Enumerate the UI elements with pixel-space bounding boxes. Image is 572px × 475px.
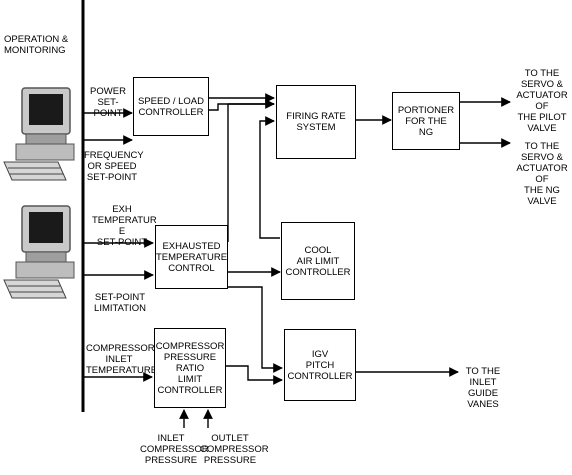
pilot-valve-output-label: TO THE SERVO & ACTUATOR OF THE PILOT VAL… [516, 68, 568, 134]
desktop-computer-icon [3, 87, 75, 181]
desktop-computer-icon [3, 205, 75, 299]
compressor-pressure-ratio-controller-block: COMPRESSOR PRESSURE RATIO LIMIT CONTROLL… [154, 328, 226, 408]
igv-pitch-controller-label: IGV PITCH CONTROLLER [287, 348, 353, 382]
firing-rate-system-label: FIRING RATE SYSTEM [286, 111, 346, 133]
portioner-label: PORTIONER FOR THE NG [397, 104, 455, 138]
portioner-block: PORTIONER FOR THE NG [392, 92, 460, 150]
cool-air-limit-controller-block: COOL AIR LIMIT CONTROLLER [281, 222, 355, 300]
exhausted-temperature-control-block: EXHAUSTED TEMPERATURE CONTROL [155, 225, 228, 289]
firing-rate-system-block: FIRING RATE SYSTEM [276, 85, 356, 159]
speed-load-controller-label: SPEED / LOAD CONTROLLER [138, 95, 204, 118]
power-setpoint-label: POWER SET-POINT [90, 86, 126, 119]
igv-pitch-controller-block: IGV PITCH CONTROLLER [284, 329, 356, 401]
cool-air-limit-controller-label: COOL AIR LIMIT CONTROLLER [285, 244, 351, 278]
exhausted-temperature-control-label: EXHAUSTED TEMPERATURE CONTROL [155, 240, 228, 274]
compressor-inlet-label: COMPRESSOR INLET TEMPERATURE [86, 343, 158, 376]
setpoint-limitation-label: SET-POINT LIMITATION [94, 292, 146, 314]
speed-load-controller-block: SPEED / LOAD CONTROLLER [133, 77, 209, 136]
ng-valve-output-label: TO THE SERVO & ACTUATOR OF THE NG VALVE [516, 141, 568, 207]
inlet-pressure-label: INLET COMPRESSOR PRESSURE [140, 433, 209, 466]
outlet-pressure-label: OUTLET COMPRESSOR PRESSURE [200, 433, 269, 466]
operation-monitoring-label: OPERATION & MONITORING [4, 34, 69, 56]
inlet-guide-vanes-output-label: TO THE INLET GUIDE VANES [465, 366, 501, 410]
exh-temperature-setpoint-label: EXH TEMPERATUR E SET-POINT [92, 204, 157, 248]
compressor-pressure-ratio-controller-label: COMPRESSOR PRESSURE RATIO LIMIT CONTROLL… [155, 340, 225, 396]
frequency-setpoint-label: FREQUENCY OR SPEED SET-POINT [84, 150, 144, 183]
